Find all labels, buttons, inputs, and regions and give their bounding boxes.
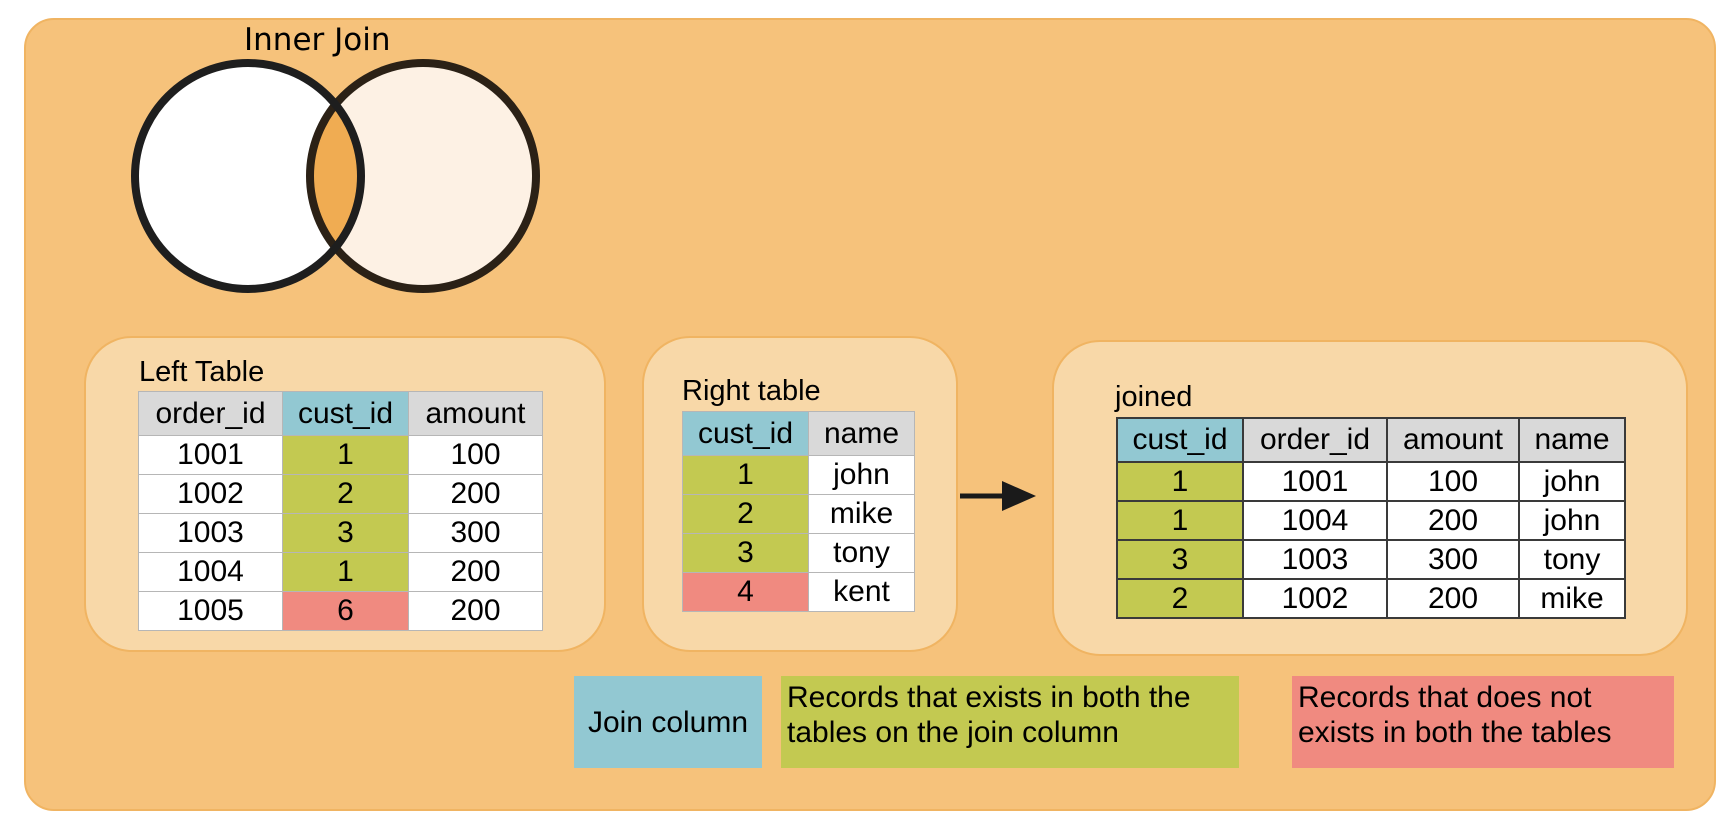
right-table-title: Right table — [682, 375, 821, 407]
table-row: 2 mike — [682, 494, 915, 534]
column-header: order_id — [1242, 417, 1388, 463]
legend-no-match-line-2: exists in both the tables — [1298, 716, 1612, 749]
join-cell-match: 2 — [282, 474, 409, 514]
join-cell-match: 1 — [282, 435, 409, 475]
table-cell: john — [1518, 500, 1626, 541]
join-cell-match: 1 — [282, 552, 409, 592]
joined-table: cust_id order_id amount name 1 1001 100 … — [1116, 417, 1626, 619]
legend-match-records: Records that exists in both the tables o… — [781, 676, 1239, 768]
join-cell-match: 3 — [1116, 539, 1244, 580]
join-cell-match: 3 — [682, 533, 809, 573]
table-cell: 200 — [408, 474, 543, 514]
join-cell-no-match: 6 — [282, 591, 409, 631]
table-row: 1005 6 200 — [138, 591, 543, 631]
table-cell: 1003 — [138, 513, 283, 553]
table-cell: 300 — [1386, 539, 1520, 580]
right-table: cust_id name 1 john 2 mike 3 tony 4 kent — [682, 411, 915, 612]
table-cell: tony — [1518, 539, 1626, 580]
table-cell: 1004 — [138, 552, 283, 592]
table-cell: 1003 — [1242, 539, 1388, 580]
table-cell: john — [1518, 461, 1626, 502]
table-cell: 1001 — [138, 435, 283, 475]
column-header: amount — [1386, 417, 1520, 463]
venn-title: Inner Join — [244, 22, 391, 58]
table-row: 1 john — [682, 455, 915, 495]
legend-no-match-line-1: Records that does not — [1298, 681, 1592, 714]
table-cell: 1002 — [138, 474, 283, 514]
table-cell: 200 — [1386, 500, 1520, 541]
venn-right-circle — [310, 63, 536, 289]
table-row: 1002 2 200 — [138, 474, 543, 514]
arrow-right-icon — [960, 481, 1036, 511]
table-row: 1003 3 300 — [138, 513, 543, 553]
table-cell: mike — [1518, 578, 1626, 619]
legend-join-column: Join column — [574, 676, 762, 768]
left-table-title: Left Table — [139, 356, 265, 388]
table-cell: mike — [808, 494, 915, 534]
venn-diagram — [131, 59, 540, 293]
table-cell: 1004 — [1242, 500, 1388, 541]
table-row: 2 1002 200 mike — [1116, 578, 1626, 619]
join-cell-match: 1 — [1116, 461, 1244, 502]
table-row: 1001 1 100 — [138, 435, 543, 475]
table-row: 1 1001 100 john — [1116, 461, 1626, 502]
join-cell-match: 3 — [282, 513, 409, 553]
table-cell: 1002 — [1242, 578, 1388, 619]
table-cell: 1005 — [138, 591, 283, 631]
venn-left-circle — [135, 63, 361, 289]
table-cell: 100 — [408, 435, 543, 475]
join-cell-no-match: 4 — [682, 572, 809, 612]
table-row: 4 kent — [682, 572, 915, 612]
table-cell: tony — [808, 533, 915, 573]
table-cell: kent — [808, 572, 915, 612]
table-cell: 100 — [1386, 461, 1520, 502]
column-header: name — [1518, 417, 1626, 463]
column-header-join: cust_id — [282, 391, 409, 436]
legend-no-match-records: Records that does not exists in both the… — [1292, 676, 1674, 768]
table-cell: 200 — [408, 591, 543, 631]
join-cell-match: 2 — [682, 494, 809, 534]
column-header-join: cust_id — [682, 411, 809, 456]
table-cell: 200 — [1386, 578, 1520, 619]
column-header: order_id — [138, 391, 283, 436]
column-header-join: cust_id — [1116, 417, 1244, 463]
table-cell: john — [808, 455, 915, 495]
column-header: name — [808, 411, 915, 456]
table-cell: 200 — [408, 552, 543, 592]
table-row: 3 1003 300 tony — [1116, 539, 1626, 580]
legend-join-column-label: Join column — [587, 705, 749, 739]
join-cell-match: 1 — [682, 455, 809, 495]
join-cell-match: 2 — [1116, 578, 1244, 619]
join-cell-match: 1 — [1116, 500, 1244, 541]
column-header: amount — [408, 391, 543, 436]
legend-match-line-2: tables on the join column — [787, 716, 1119, 749]
table-cell: 300 — [408, 513, 543, 553]
table-row: 3 tony — [682, 533, 915, 573]
table-row: 1 1004 200 john — [1116, 500, 1626, 541]
table-cell: 1001 — [1242, 461, 1388, 502]
left-table: order_id cust_id amount 1001 1 100 1002 … — [138, 391, 543, 631]
table-row: 1004 1 200 — [138, 552, 543, 592]
legend-match-line-1: Records that exists in both the — [787, 681, 1191, 714]
joined-table-title: joined — [1115, 381, 1193, 413]
